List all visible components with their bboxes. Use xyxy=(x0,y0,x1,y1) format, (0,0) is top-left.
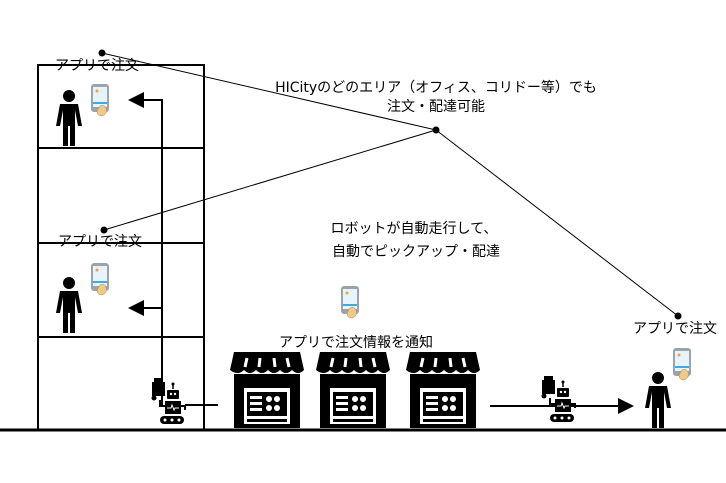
order-label-top: アプリで注文 xyxy=(55,58,139,74)
callout-lines xyxy=(98,49,682,320)
robot-text-line2: 自動でピックアップ・配達 xyxy=(332,244,500,260)
robot-text-line1: ロボットが自動走行して、 xyxy=(330,221,498,237)
person-icon-floor-mid xyxy=(56,277,82,333)
robot-icon-building xyxy=(150,377,186,425)
shop-icon-2 xyxy=(314,350,392,430)
order-label-mid: アプリで注文 xyxy=(58,234,142,250)
phone-app-icon xyxy=(90,83,110,117)
phone-app-icon xyxy=(340,285,360,319)
notify-text: アプリで注文情報を通知 xyxy=(279,335,433,351)
hicity-text-line1: HICityのどのエリア（オフィス、コリドー等）でも xyxy=(275,80,597,96)
phone-app-icon xyxy=(90,262,110,296)
phone-app-icon xyxy=(672,347,692,381)
hicity-text-line2: 注文・配達可能 xyxy=(387,99,485,115)
robot-icon-street xyxy=(540,375,576,423)
person-icon-floor-top xyxy=(56,90,82,146)
person-icon-street xyxy=(645,372,671,428)
shop-icon-1 xyxy=(228,350,306,430)
shop-icon-3 xyxy=(404,350,482,430)
order-label-right: アプリで注文 xyxy=(633,321,717,337)
